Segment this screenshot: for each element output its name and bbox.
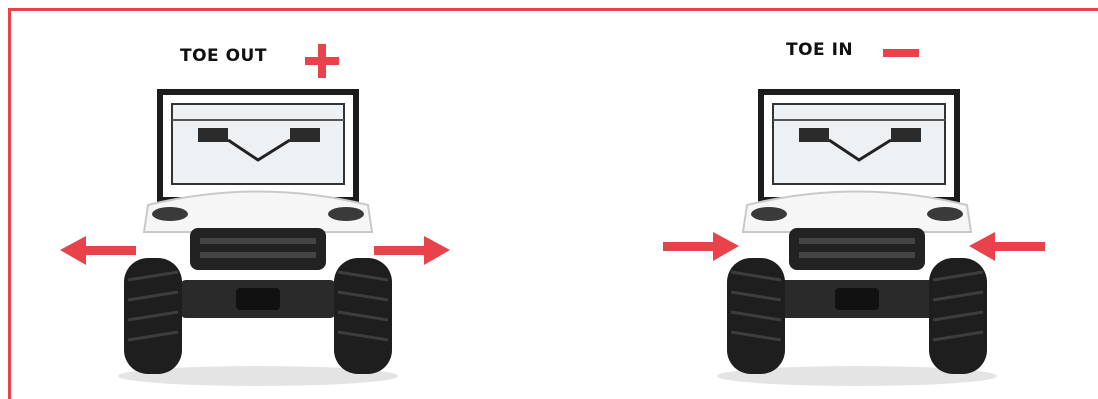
utv-front-view-toe-out — [0, 0, 549, 399]
arrow-in-left — [663, 232, 739, 261]
arrow-out-right — [374, 236, 450, 265]
arrow-out-left — [60, 236, 136, 265]
toe-out-panel: TOE OUT — [0, 0, 549, 399]
arrow-in-right — [969, 232, 1045, 261]
toe-in-panel: TOE IN — [549, 0, 1098, 399]
utv-front-view-toe-in — [549, 0, 1098, 399]
